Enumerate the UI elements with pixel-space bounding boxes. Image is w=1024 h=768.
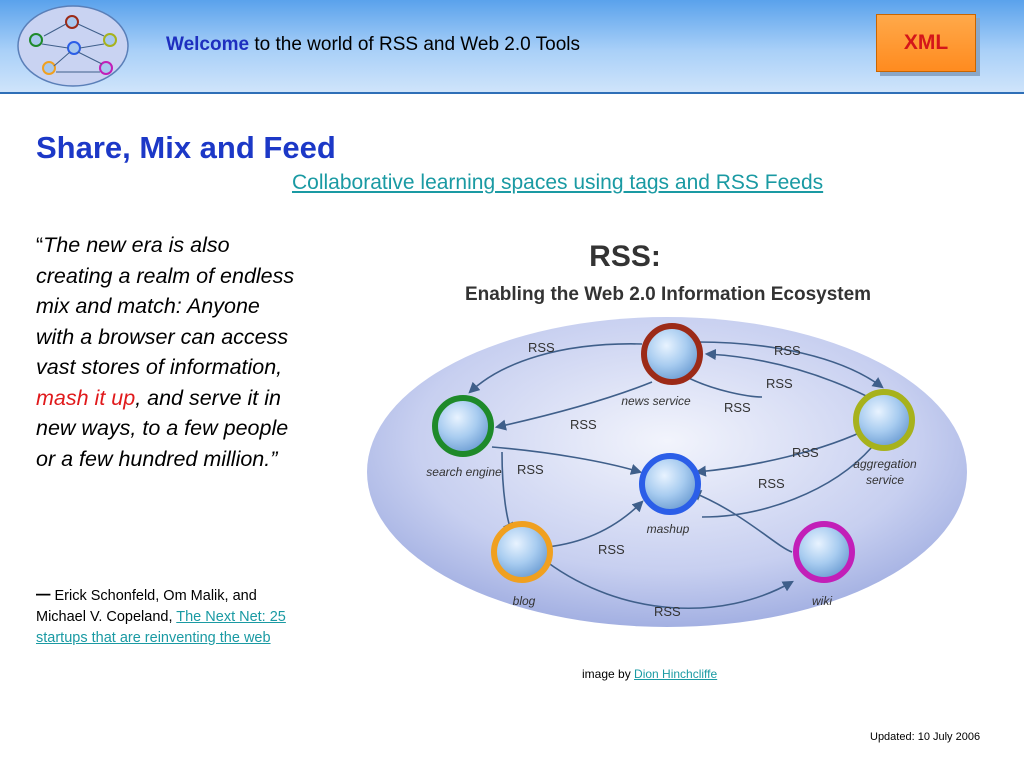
edge-label-8: RSS (758, 476, 785, 491)
page-title: Share, Mix and Feed (36, 130, 336, 165)
edge-label-6: RSS (792, 445, 819, 460)
attribution-authors: Erick Schonfeld, Om Malik, and Michael V… (36, 588, 257, 625)
rss-ecosystem-logo (17, 5, 129, 87)
edge-label-7: RSS (517, 462, 544, 477)
quote-highlight: mash it up (36, 385, 136, 410)
node-label-wiki: wiki (812, 594, 832, 608)
xml-button[interactable]: XML (876, 14, 976, 72)
rss-ecosystem-diagram: RSS: Enabling the Web 2.0 Information Ec… (367, 240, 967, 627)
header-title: Welcome to the world of RSS and Web 2.0 … (166, 34, 580, 56)
quote-part-2: , and serve it in new ways, to a few peo… (36, 385, 289, 471)
node-label-aggregation-2: service (866, 473, 904, 487)
node-label-aggregation-1: aggregation (853, 457, 917, 471)
attribution-dash: – (36, 577, 51, 607)
quote-attribution: – Erick Schonfeld, Om Malik, and Michael… (36, 579, 286, 649)
quote-open-mark: “ (36, 233, 44, 257)
rss-edge-labels: RSS RSS RSS RSS RSS RSS RSS RSS RSS RSS (517, 340, 819, 619)
node-news-service: news service (621, 323, 703, 408)
node-label-mashup: mashup (647, 522, 690, 536)
edge-label-4: RSS (724, 400, 751, 415)
node-search-engine: search engine (426, 395, 502, 479)
updated-date: Updated: 10 July 2006 (870, 731, 981, 743)
dion-hinchcliffe-link[interactable]: Dion Hinchcliffe (634, 667, 718, 681)
node-label-search: search engine (426, 465, 502, 479)
header-title-rest: to the world of RSS and Web 2.0 Tools (249, 34, 581, 55)
edge-label-2: RSS (774, 343, 801, 358)
node-wiki: wiki (793, 521, 855, 608)
node-blog: blog (491, 521, 553, 608)
edge-label-1: RSS (528, 340, 555, 355)
collaborative-learning-link[interactable]: Collaborative learning spaces using tags… (292, 171, 824, 194)
next-net-article-link[interactable]: The Next Net: 25 startups that are reinv… (36, 609, 286, 646)
header-title-welcome: Welcome (166, 34, 250, 55)
quote-part-1: The new era is also creating a realm of … (36, 233, 295, 379)
diagram-title: RSS: (589, 240, 661, 273)
diagram-subtitle: Enabling the Web 2.0 Information Ecosyst… (465, 284, 871, 305)
header-banner: Welcome to the world of RSS and Web 2.0 … (0, 0, 1024, 94)
quote-text: “The new era is also creating a realm of… (36, 230, 298, 474)
node-label-blog: blog (513, 594, 536, 608)
diagram-arrows (468, 341, 884, 609)
image-credit: image by Dion Hinchcliffe (582, 667, 717, 681)
edge-label-3: RSS (766, 376, 793, 391)
node-label-news: news service (621, 394, 691, 408)
node-mashup: mashup (639, 453, 701, 536)
edge-label-10: RSS (654, 604, 681, 619)
node-aggregation-service: aggregation service (853, 389, 917, 487)
image-credit-prefix: image by (582, 667, 635, 681)
edge-label-9: RSS (598, 542, 625, 557)
edge-label-5: RSS (570, 417, 597, 432)
